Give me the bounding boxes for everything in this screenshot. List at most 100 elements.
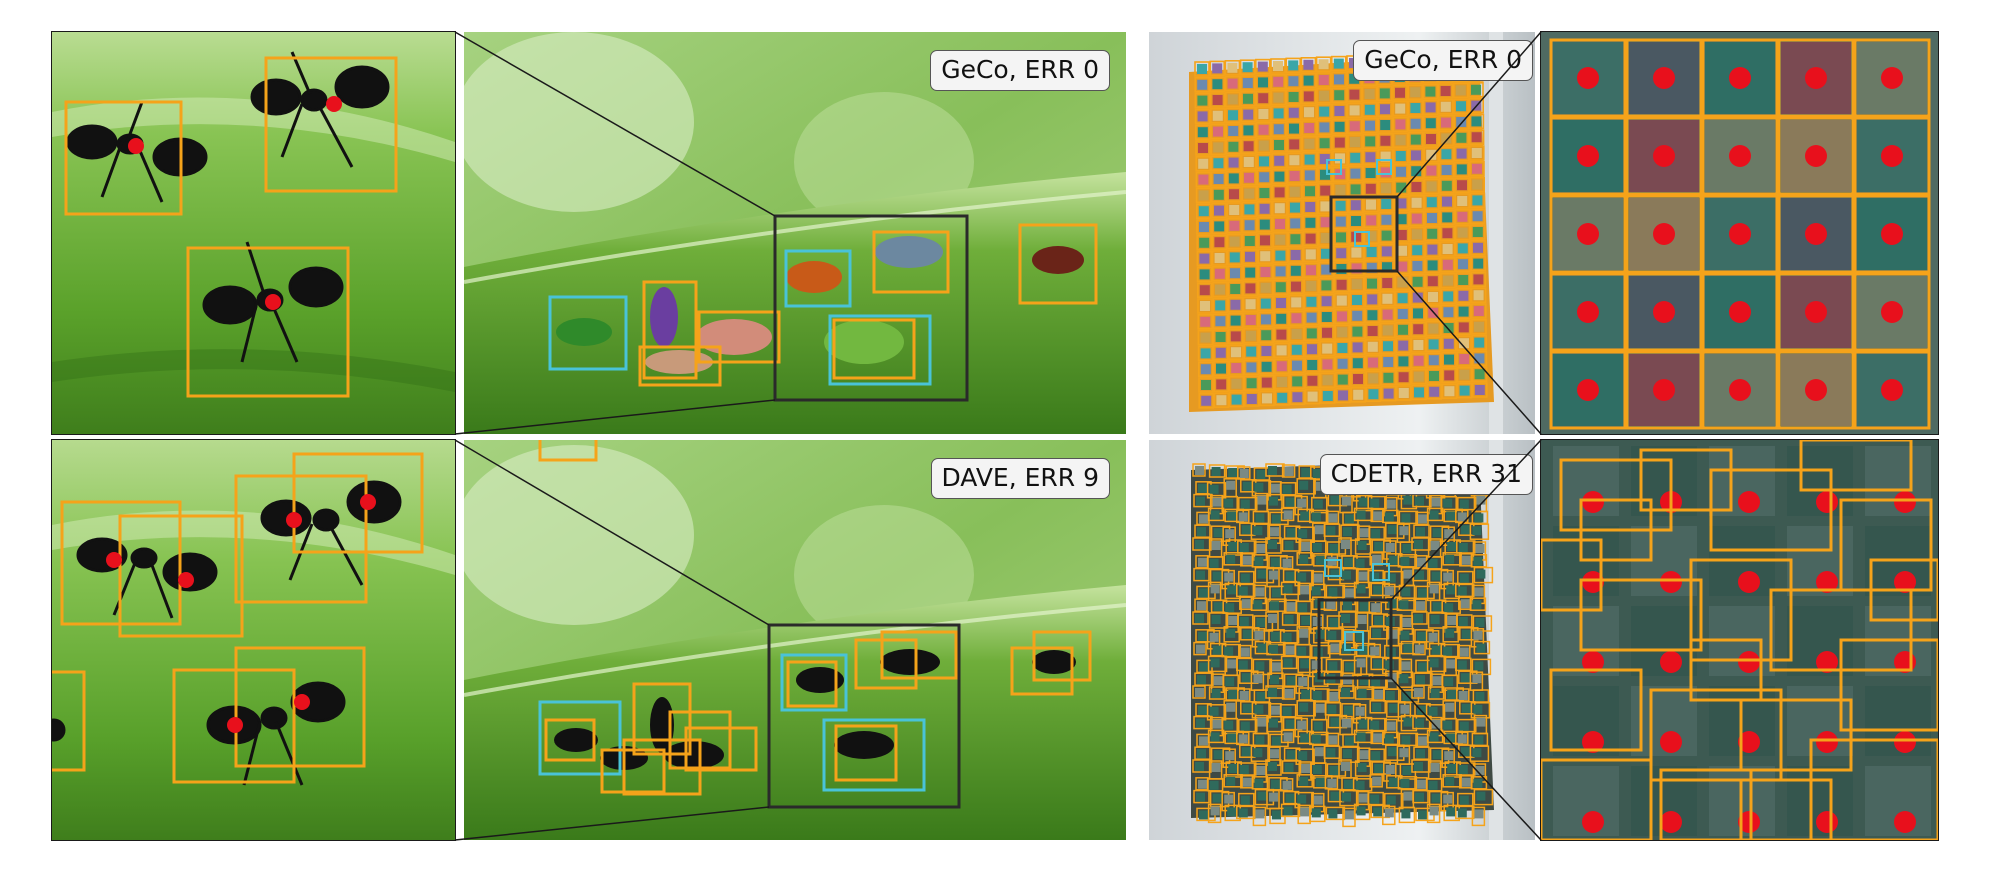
detection-box — [1206, 778, 1224, 792]
grid-cell — [1329, 618, 1339, 627]
grid-cell — [1276, 313, 1287, 324]
detection-box — [1709, 468, 1833, 552]
grid-cell — [1476, 791, 1486, 801]
grid-cell — [1285, 571, 1295, 581]
detection-box — [1309, 805, 1326, 823]
grid-cell — [1357, 541, 1367, 550]
detection-box — [1378, 180, 1394, 196]
grid-cell — [1229, 236, 1240, 247]
grid-cell — [1300, 733, 1310, 743]
detection-point — [1653, 67, 1675, 89]
grid-cell — [1380, 104, 1390, 115]
grid-cell — [1474, 661, 1484, 671]
grid-cell — [1412, 276, 1423, 287]
detection-box — [1242, 249, 1258, 265]
detection-box — [1439, 209, 1456, 226]
grid-cell — [1442, 244, 1453, 254]
detection-box — [1559, 458, 1673, 532]
grid-cell — [1226, 628, 1236, 638]
detection-box — [1196, 219, 1212, 235]
detection-box — [1408, 210, 1425, 227]
grid-cell — [1212, 110, 1223, 121]
grid-cell — [1244, 236, 1255, 246]
detection-box — [1625, 272, 1703, 352]
grid-cell — [1337, 374, 1348, 385]
detection-box — [1325, 510, 1340, 525]
detection-box — [1853, 38, 1931, 118]
grid-cell — [1381, 230, 1392, 241]
detection-box — [1295, 600, 1312, 614]
grid-cell — [1239, 617, 1249, 626]
grid-cell — [1195, 466, 1204, 475]
grid-cell — [1239, 469, 1249, 478]
grid-cell — [1396, 182, 1407, 193]
detection-box — [1777, 38, 1855, 118]
detection-box — [1270, 58, 1286, 74]
detection-box — [1286, 168, 1303, 184]
grid-cell — [1283, 806, 1293, 816]
grid-cell — [1243, 157, 1254, 167]
grid-cell — [1471, 132, 1482, 143]
grid-cell — [1334, 90, 1345, 101]
zoom-grid-cdetr-image — [1541, 440, 1938, 840]
detection-box — [1255, 58, 1271, 75]
detection-box — [1689, 558, 1793, 662]
grid-cell — [1227, 62, 1238, 73]
detection-box — [1853, 272, 1931, 352]
grid-cell — [1301, 468, 1311, 477]
grid-cell — [1197, 79, 1208, 90]
detection-box — [1324, 628, 1345, 642]
grid-cell — [1383, 357, 1394, 367]
grid-cell — [1196, 570, 1205, 580]
detection-box — [1394, 227, 1410, 243]
detection-box — [1777, 194, 1855, 274]
grid-cell — [1311, 734, 1321, 744]
grid-cell — [1444, 677, 1454, 687]
detection-box — [1237, 540, 1257, 554]
grid-cell — [1343, 675, 1352, 685]
detection-box — [1380, 369, 1397, 386]
grid-cell — [1197, 127, 1208, 138]
detection-box — [1209, 92, 1226, 108]
grid-cell — [1335, 185, 1346, 195]
detection-box — [1197, 313, 1214, 330]
grid-cell — [1299, 628, 1309, 638]
detection-box — [1393, 211, 1410, 227]
detection-box — [1288, 326, 1305, 342]
grid-cell — [1388, 555, 1398, 565]
detection-box — [1354, 760, 1372, 777]
detection-point — [1660, 811, 1682, 833]
detection-point — [1894, 811, 1916, 833]
grid-cell — [1414, 762, 1423, 771]
grid-cell — [1299, 776, 1309, 786]
detection-box — [1267, 598, 1287, 612]
detection-box — [1279, 482, 1297, 496]
grid-cell — [1240, 573, 1250, 583]
grid-cell — [1456, 132, 1467, 143]
grid-cell — [1418, 810, 1427, 820]
grid-cell — [1474, 513, 1484, 523]
detection-box — [1302, 183, 1318, 199]
grid-cell — [1359, 676, 1369, 686]
grid-cell — [1238, 512, 1248, 522]
grid-cell — [1473, 556, 1483, 566]
grid-cell — [1243, 109, 1254, 120]
grid-cell — [1385, 691, 1395, 700]
grid-cell — [1366, 247, 1377, 257]
grid-cell — [1428, 632, 1438, 642]
detection-box — [1318, 277, 1335, 294]
grid-cell — [1297, 646, 1307, 656]
grid-cell — [1256, 692, 1266, 701]
grid-cell — [1282, 632, 1292, 642]
grid-cell — [1371, 751, 1381, 761]
detection-box — [1364, 260, 1380, 276]
detection-box — [1346, 86, 1363, 103]
detection-box — [1209, 76, 1226, 93]
grid-cell — [1327, 778, 1337, 788]
zoom-ants-geco-image — [52, 32, 455, 434]
detection-box — [1333, 277, 1350, 293]
grid-cell — [1297, 572, 1307, 582]
grid-cell — [1412, 261, 1423, 271]
detection-box — [1194, 746, 1211, 760]
detection-box — [1243, 343, 1259, 360]
